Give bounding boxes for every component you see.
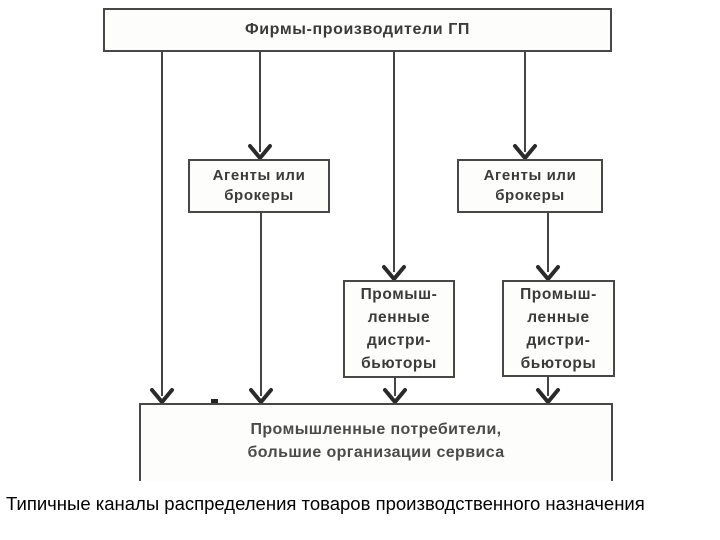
node-distributors-right-label: Промыш- ленные дистри- бьюторы	[520, 285, 597, 372]
diagram-caption: Типичные каналы распределения товаров пр…	[6, 493, 645, 514]
arrowhead-into-agents-right-icon	[513, 144, 537, 162]
node-agents-right: Агенты или брокеры	[457, 159, 603, 213]
arrowhead-distributors-right-into-consumers-icon	[536, 388, 560, 406]
arrowhead-into-distributors-right-icon	[536, 265, 560, 283]
arrowhead-into-distributors-left-icon	[382, 265, 406, 283]
node-distributors-right: Промыш- ленные дистри- бьюторы	[502, 280, 615, 377]
arrowhead-agents-left-into-consumers-icon	[249, 388, 273, 406]
node-consumers: Промышленные потребители, большие органи…	[139, 403, 613, 481]
node-distributors-left: Промыш- ленные дистри- бьюторы	[343, 280, 455, 378]
node-consumers-label: Промышленные потребители, большие органи…	[247, 421, 505, 461]
node-agents-left-label: Агенты или брокеры	[212, 167, 306, 204]
arrowhead-direct-into-consumers-icon	[150, 388, 174, 406]
node-producers: Фирмы-производители ГП	[103, 8, 612, 52]
node-producers-label: Фирмы-производители ГП	[244, 21, 470, 38]
node-distributors-left-label: Промыш- ленные дистри- бьюторы	[360, 286, 438, 372]
arrowhead-distributors-left-into-consumers-icon	[383, 388, 407, 406]
node-agents-right-label: Агенты или брокеры	[483, 167, 577, 204]
arrowhead-into-agents-left-icon	[248, 144, 272, 162]
node-agents-left: Агенты или брокеры	[188, 159, 330, 213]
